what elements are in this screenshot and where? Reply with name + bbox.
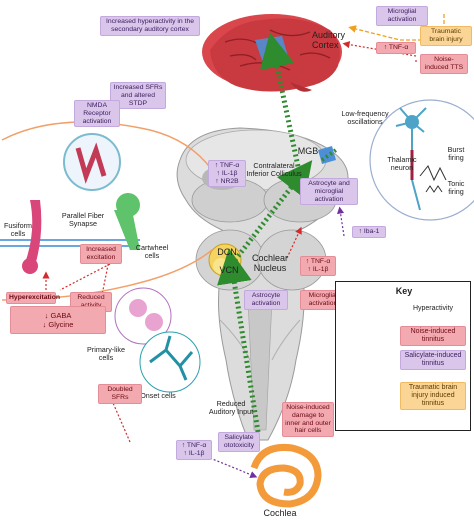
primary-like-cells-label: Primary-like cells [87, 345, 125, 363]
primary-like-cells-inset [114, 287, 172, 345]
tonic-firing-label: Tonic firing [447, 179, 465, 197]
dcn-label: DCN [217, 247, 237, 257]
cochlear-nucleus-label: Cochlear Nucleus [251, 253, 289, 273]
cochlea-label: Cochlea [263, 508, 297, 518]
onset-cells-label: Onset cells [140, 391, 176, 400]
astrocyte-microglial-activation: Astrocyte and microglial activation [300, 178, 358, 206]
cochlea-markers: ↑ TNF-α ↑ IL-1β [176, 440, 212, 460]
hyperactivity-pathway [217, 32, 338, 433]
secondary-cortex-note: Increased hyperactivity in the secondary… [100, 16, 200, 36]
salicylate-arrows [209, 206, 345, 478]
salicylate-ototoxicity-label: Salicylate ototoxicity [218, 432, 260, 452]
doubled-sfrs-label: Doubled SFRs [98, 384, 142, 404]
fusiform-cells-label: Fusiform cells [4, 221, 32, 239]
astrocyte-activation: Astrocyte activation [244, 290, 288, 310]
auditory-cortex-label: Auditory Cortex [312, 30, 346, 50]
contralateral-ic-label: Contralateral Inferior Colliculus [246, 161, 302, 179]
noise-induced-damage-label: Noise-induced damage to inner and outer … [282, 402, 334, 438]
legend-label: Traumatic brain injury induced tinnitus [400, 382, 466, 410]
vcn-label: VCN [219, 265, 239, 275]
cochlea-illustration [250, 443, 322, 508]
reduced-auditory-input-label: Reduced Auditory Input [208, 399, 254, 417]
low-frequency-oscillations: Low-frequency oscillations [341, 109, 389, 127]
hyperexcitation-label: Hyperexcitation [6, 292, 60, 304]
increased-sfrs-stdp: Increased SFRs and altered STDP [110, 82, 166, 110]
increased-excitation: Increased excitation [80, 244, 122, 264]
legend-item-tbi: Traumatic brain injury induced tinnitus [336, 380, 472, 410]
noise-induced-tts: Noise-induced TTS [420, 54, 468, 74]
legend-item-noise: Noise-induced tinnitus [336, 324, 472, 348]
onset-cells-inset [139, 331, 201, 393]
thalamic-neuron-label: Thalamic neuron [387, 155, 417, 173]
cn-markers: ↑ TNF-α ↑ IL-1β [300, 256, 336, 276]
nmda-receptor-activation: NMDA Receptor activation [74, 100, 120, 128]
iba1-label: ↑ Iba-1 [352, 226, 386, 238]
traumatic-brain-injury-label: Traumatic brain injury [420, 26, 472, 46]
tnf-alpha-top: ↑ TNF-α [376, 42, 416, 54]
legend-item-salicylate: Salicylate-induced tinnitus [336, 348, 472, 372]
thalamic-neuron-inset [369, 99, 474, 221]
gaba-glycine-label: ↓ GABA ↓ Glycine [10, 306, 106, 334]
legend-label: Hyperactivity [412, 305, 454, 312]
legend-label: Salicylate-induced tinnitus [400, 350, 466, 370]
legend-item-hyperactivity: Hyperactivity [336, 302, 472, 326]
legend-key: Key Hyperactivity Noise-induced tinnitus… [335, 281, 471, 431]
cartwheel-cells-label: Cartwheel cells [135, 243, 169, 261]
ic-markers: ↑ TNF-α ↑ IL-1β ↑ NR2B [208, 160, 246, 188]
mgb-label: MGB [297, 146, 319, 156]
parallel-fiber-synapse: Parallel Fiber Synapse [61, 211, 105, 229]
burst-firing-label: Burst firing [447, 145, 465, 163]
legend-title: Key [395, 286, 413, 296]
microglial-activation-top: Microglial activation [376, 6, 428, 26]
legend-label: Noise-induced tinnitus [400, 326, 466, 346]
